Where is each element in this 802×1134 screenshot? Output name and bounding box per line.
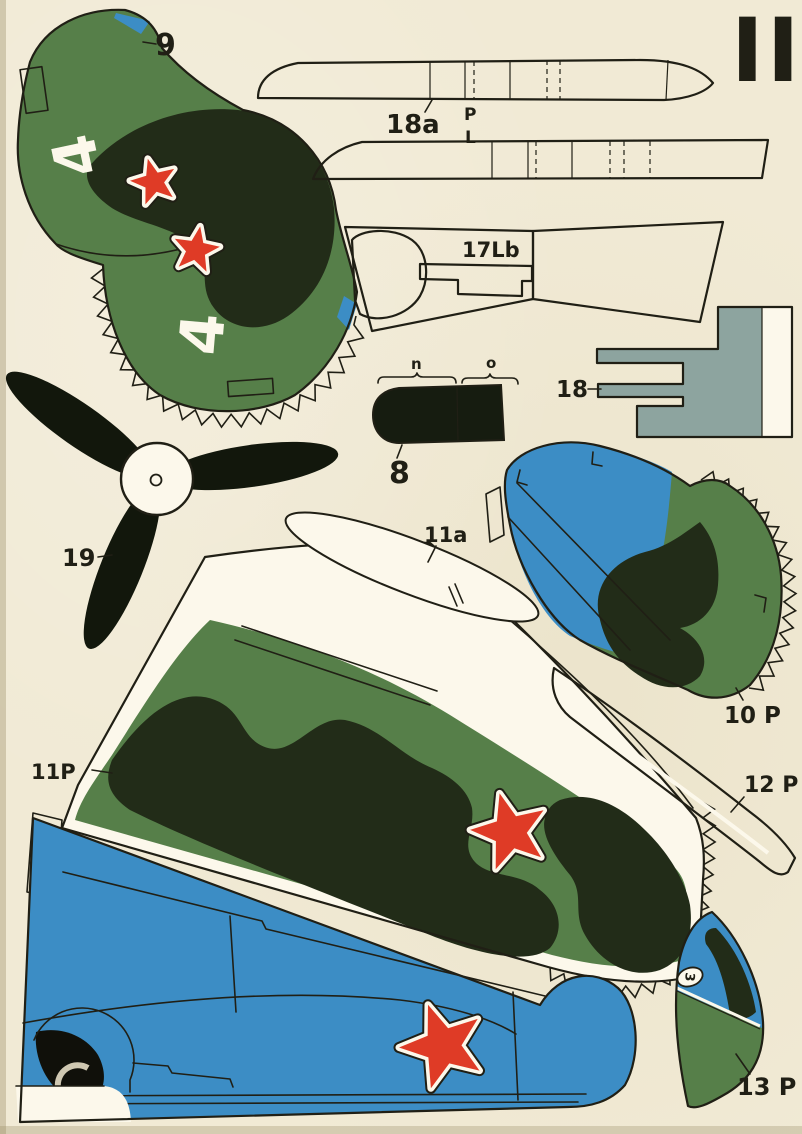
part-10p-label: 10 P: [724, 703, 781, 729]
wheel: [35, 1030, 104, 1092]
part9-tab-edge-teeth: [90, 267, 365, 429]
part-9-marker-rect-upper: [19, 65, 49, 115]
red-star-marking: [393, 999, 485, 1094]
red-star-marking: [464, 787, 549, 875]
part-11a-rib: 11a: [284, 511, 540, 623]
sheet-number: II: [731, 0, 802, 102]
part-8-panel-line: [456, 386, 459, 443]
part-19-propeller: 19: [5, 371, 339, 649]
part-9-marker-rect-lower: [226, 377, 275, 398]
propeller-blade-right: [163, 441, 339, 491]
fuselage-outline: [18, 816, 637, 1124]
part-11p-wing-panel: [60, 541, 717, 1000]
part-12p-body: [551, 666, 797, 876]
strip-18a-bottom-division-lines: [491, 141, 651, 179]
strip-18a-bottom: [311, 138, 770, 181]
page-edge-left: [0, 0, 6, 1134]
tail-number-lower: 4: [166, 310, 239, 358]
part-18-former: [595, 305, 794, 439]
part-9-outline: [16, 8, 359, 413]
part-9-leader: [142, 41, 157, 45]
red-star-marking: [169, 220, 226, 278]
part-18a-strips: [256, 58, 770, 181]
part-11a-label: 11a: [424, 523, 467, 547]
part-18-callout: 18: [556, 377, 602, 403]
part-11p-camouflage-patch-right: [544, 796, 691, 973]
part-8-label: 8: [389, 456, 410, 491]
part-11p-leader: [91, 769, 113, 774]
part-13p-label: 13 P: [737, 1073, 796, 1101]
part-17lb-blue-panel: [531, 220, 725, 324]
part-12p-label: 12 P: [744, 773, 798, 798]
part-10p-panel-lines: [507, 451, 767, 651]
bracket-left: [377, 372, 457, 384]
part-9-blue-tip-upper: [114, 13, 150, 34]
part-13p-wheel-well: [705, 928, 756, 1019]
part-11p-callout: 11P: [31, 760, 113, 784]
wheel-fairing-arc: [33, 1007, 135, 1093]
part-13p-boundary-highlight: [676, 986, 761, 1028]
fuselage-bottom-piece: [15, 812, 637, 1124]
part-8-body: [371, 383, 506, 445]
part-9-tail-fin: 4 4: [16, 8, 365, 429]
part-10p-camouflage-patch: [597, 522, 719, 688]
bracket-left-label: n: [411, 355, 422, 373]
part-10p-outline: [503, 441, 783, 699]
bracket-right: [461, 373, 519, 385]
part-18a-label: 18a: [386, 110, 440, 140]
page-edge-bottom: [0, 1126, 802, 1134]
part-17lb-dome: [350, 229, 428, 320]
hub-cover-number: 3: [681, 972, 697, 982]
part-13p-number-oval: [676, 966, 704, 988]
strip-bottom-label: L: [465, 128, 476, 148]
part-19-leader: [97, 554, 113, 558]
part-18a-callout: 18a P L: [386, 99, 476, 148]
part-11a-body: [284, 511, 540, 623]
red-star-marking: [124, 153, 180, 210]
part-12p-leader: [730, 796, 745, 813]
part-18-label: 18: [556, 377, 588, 403]
part-11a-notch: [448, 583, 464, 607]
part-11p-label: 11P: [31, 760, 76, 784]
propeller-hub-hole: [149, 473, 163, 487]
part-10p-wingtip: 10 P: [485, 441, 798, 729]
fuselage-bottom-white-band: [16, 1086, 131, 1122]
part-17lb-connector-bar: [418, 262, 534, 298]
part-9-callout: 9: [142, 28, 176, 63]
part-8-cowling: n o 8: [371, 354, 519, 491]
part-18-white-strip: [762, 307, 792, 437]
part-11p-camouflage-patch-left: [108, 696, 559, 957]
propeller-blade-lower: [83, 485, 161, 649]
part-13p-outline: [674, 910, 765, 1109]
part-13p-boundary-line: [676, 990, 761, 1030]
part-17lb-label: 17Lb: [462, 238, 520, 262]
part-9-label: 9: [155, 28, 176, 63]
part-10p-leader: [735, 687, 744, 701]
strip-top-label: P: [464, 105, 476, 125]
bracket-right-label: o: [486, 354, 496, 372]
part-12p-highlight: [560, 698, 770, 855]
part-8-leader: [396, 444, 403, 459]
part-18-gray-body: [597, 307, 762, 437]
part-19-label: 19: [62, 544, 95, 572]
part-10p-side-tab: [485, 486, 505, 543]
propeller-blade-upper: [5, 371, 153, 479]
fuselage-body: [20, 818, 636, 1122]
part-11a-leader: [427, 545, 437, 563]
strip-18a-top-division-lines: [429, 59, 669, 101]
strip-18a-top: [256, 58, 715, 102]
part-17lb-panel: [343, 220, 725, 333]
part-9-blue-tip-lower: [337, 296, 357, 330]
part-12p-strip: 12 P: [551, 666, 798, 876]
part-13p-wheel-cover: 3 13 P: [674, 910, 796, 1109]
wheel-tire-arc: [54, 1062, 90, 1089]
part-13p-leader: [735, 1053, 751, 1075]
part-18-outline: [595, 305, 794, 439]
part10p-tab-edge-teeth: [700, 470, 798, 692]
part-18a-leader: [424, 99, 433, 113]
